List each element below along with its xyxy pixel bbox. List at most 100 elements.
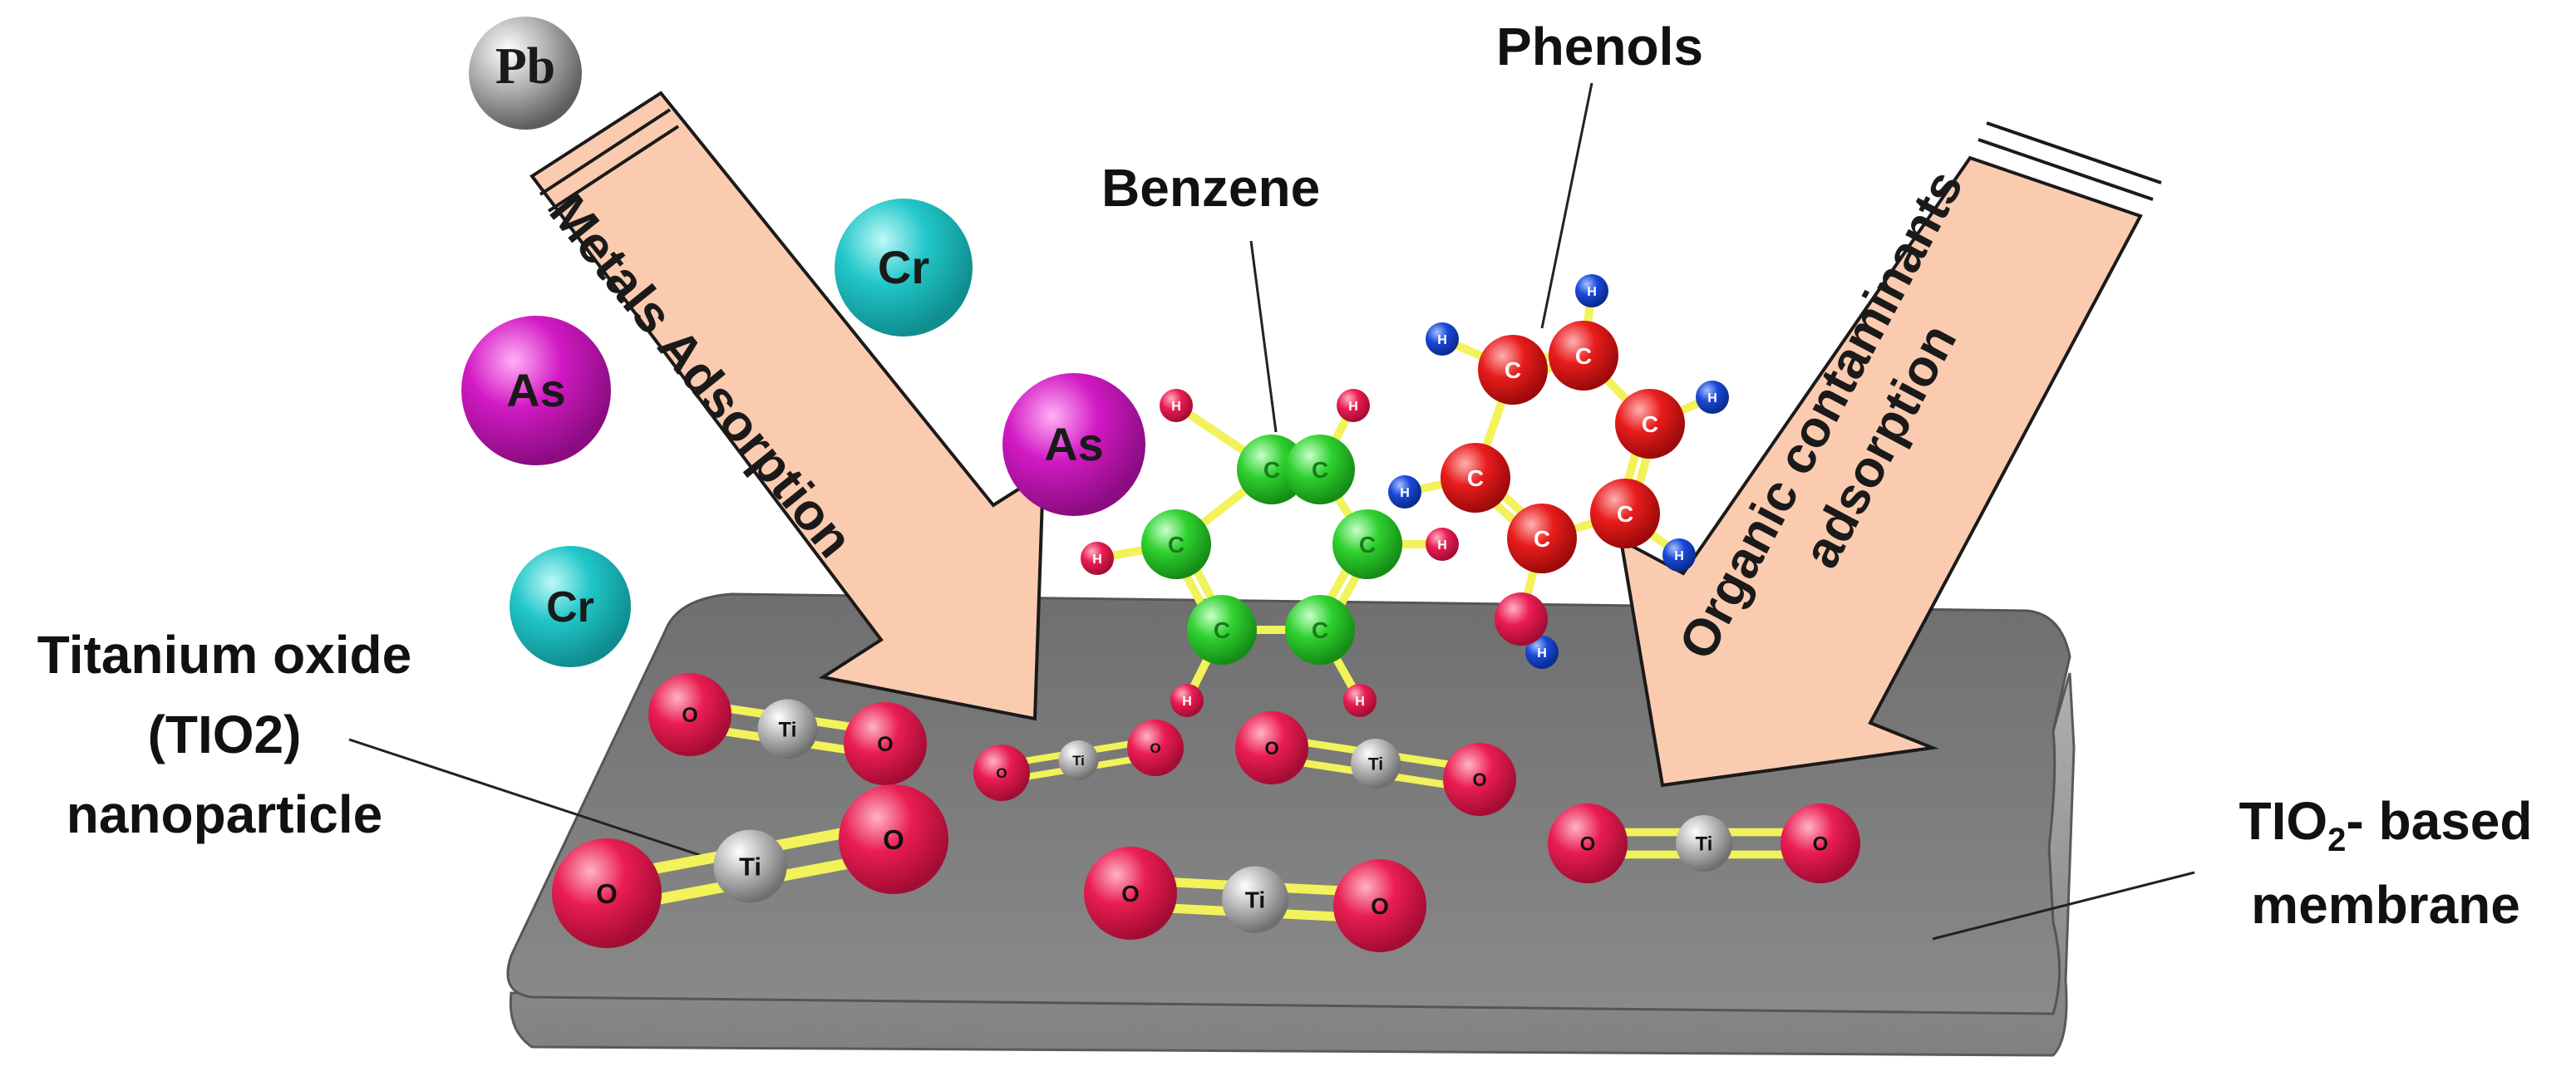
svg-text:O: O [996, 765, 1007, 781]
tio2-nanoparticle-label-line1: Titanium oxide [37, 625, 412, 685]
svg-text:O: O [1264, 738, 1278, 759]
carbon-atom: C [1141, 509, 1211, 579]
hydrogen-atom: H [1525, 636, 1559, 669]
as-ion: As [1002, 373, 1145, 516]
carbon-atom: C [1332, 509, 1402, 579]
svg-text:H: H [1674, 549, 1684, 563]
svg-text:Pb: Pb [495, 38, 555, 95]
svg-text:C: C [1359, 532, 1376, 558]
hydrogen-atom: H [1343, 684, 1377, 717]
oxygen-atom: O [552, 838, 662, 948]
carbon-atom: C [1441, 443, 1510, 513]
hydrogen-atom: H [1426, 322, 1459, 356]
titanium-atom: Ti [1222, 866, 1288, 933]
svg-text:C: C [1263, 457, 1280, 483]
svg-text:C: C [1617, 501, 1633, 527]
hydrogen-atom: H [1337, 389, 1370, 422]
oxygen-atom: O [1781, 804, 1860, 883]
hydrogen-atom: H [1081, 542, 1114, 575]
hydrogen-atom: H [1170, 684, 1204, 717]
benzene-leader-line [1249, 240, 1278, 433]
as-ion: As [461, 316, 611, 465]
cr-ion: Cr [510, 546, 631, 667]
membrane-label-line2: membrane [2251, 874, 2520, 935]
arrow-tail-stripes [539, 108, 680, 213]
carbon-atom: C [1590, 479, 1660, 548]
phenols-leader-line [1540, 82, 1593, 329]
titanium-atom: Ti [1676, 815, 1732, 872]
oxygen-atom: O [1235, 711, 1308, 784]
tio2-nanoparticle-label-line2: (TIO2) [147, 705, 302, 764]
svg-text:O: O [596, 878, 618, 909]
svg-text:Cr: Cr [878, 241, 929, 293]
tio2-molecule: O O Ti [1235, 711, 1516, 816]
svg-text:H: H [1171, 400, 1181, 414]
svg-text:Ti: Ti [1245, 887, 1265, 913]
svg-text:C: C [1467, 465, 1484, 491]
oxygen-atom: O [1443, 743, 1516, 816]
cr-ion: Cr [835, 199, 973, 337]
titanium-atom: Ti [713, 829, 787, 903]
hydrogen-atom: H [1426, 528, 1459, 561]
carbon-atom: C [1507, 504, 1577, 573]
tio2-nanoparticle-label-line3: nanoparticle [66, 784, 383, 844]
oxygen-atom: O [648, 673, 731, 756]
svg-text:Ti: Ti [739, 853, 761, 882]
tio2-molecule: O O Ti [552, 784, 948, 948]
hydrogen-atom: H [1388, 475, 1421, 509]
svg-text:H: H [1537, 646, 1547, 661]
membrane-label: TIO2- based membrane [2203, 781, 2569, 945]
svg-text:C: C [1214, 617, 1230, 643]
svg-text:O: O [1150, 740, 1160, 756]
svg-text:Cr: Cr [546, 583, 594, 632]
svg-text:H: H [1092, 553, 1102, 567]
membrane-leader-line [1932, 871, 2195, 941]
oxygen-atom: O [1548, 804, 1628, 883]
oxygen-atom [1495, 592, 1548, 646]
svg-text:H: H [1355, 695, 1365, 709]
phenols-label: Phenols [1496, 17, 1703, 76]
svg-text:As: As [1044, 418, 1104, 470]
oxygen-atom: O [844, 702, 927, 785]
svg-text:C: C [1642, 411, 1658, 437]
oxygen-atom: O [839, 784, 948, 894]
svg-text:Ti: Ti [1696, 833, 1713, 856]
carbon-atom: C [1478, 335, 1548, 405]
svg-text:O: O [1580, 833, 1596, 856]
pb-ion: Pb [469, 17, 582, 130]
membrane-label-tio: TIO [2239, 791, 2328, 851]
carbon-atom: C [1549, 321, 1618, 391]
hydrogen-atom: H [1696, 381, 1729, 414]
hydrogen-atom: H [1662, 538, 1696, 572]
svg-text:H: H [1400, 486, 1410, 500]
titanium-atom: Ti [1351, 739, 1401, 789]
tio2-molecule: O O Ti [973, 720, 1184, 801]
svg-text:H: H [1587, 285, 1597, 299]
tio2-nanoparticle-label: Titanium oxide (TIO2) nanoparticle [8, 615, 441, 854]
svg-text:As: As [506, 364, 566, 416]
oxygen-atom: O [973, 745, 1030, 801]
svg-text:H: H [1707, 391, 1717, 405]
svg-text:C: C [1312, 457, 1328, 483]
membrane-label-sub: 2 [2327, 821, 2347, 858]
organic-adsorption-arrow: Organic contaminants adsorption [1618, 121, 2162, 788]
svg-text:H: H [1182, 695, 1192, 709]
svg-text:O: O [1813, 833, 1829, 856]
svg-text:C: C [1534, 526, 1550, 552]
carbon-atom: C [1285, 595, 1355, 665]
benzene-molecule: H H H H H H C C C C C C [1081, 389, 1459, 717]
oxygen-atom: O [1084, 847, 1177, 940]
svg-text:O: O [1472, 769, 1486, 790]
carbon-atom: C [1285, 435, 1355, 504]
svg-text:C: C [1575, 343, 1592, 369]
carbon-atom: C [1187, 595, 1257, 665]
membrane-label-line1: TIO2- based [2203, 781, 2569, 865]
membrane-label-based: - based [2346, 791, 2533, 851]
tio2-molecule: O O Ti [1548, 804, 1860, 883]
svg-text:Ti: Ti [1072, 753, 1085, 769]
svg-text:Ti: Ti [1368, 755, 1383, 774]
